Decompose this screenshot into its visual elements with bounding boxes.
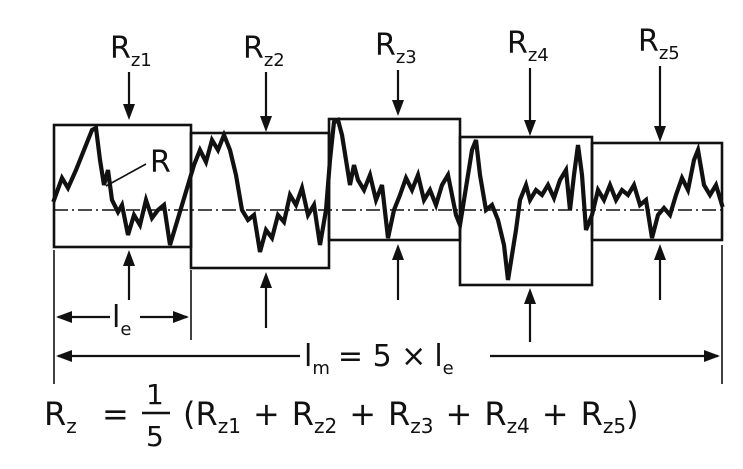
sampling-length-label: le — [112, 300, 131, 340]
formula-equals: = — [102, 395, 129, 433]
segment-label-rz1: Rz1 — [110, 31, 152, 71]
segment-labels: Rz1 Rz2 Rz3 Rz4 Rz5 — [110, 24, 680, 71]
segment-label-rz2: Rz2 — [243, 31, 285, 71]
rz-formula: Rz = 1 5 (Rz1+Rz2+Rz3+Rz4+Rz5) — [44, 378, 639, 453]
peak-arrows — [123, 66, 666, 142]
evaluation-length-label: lm= 5 ×le — [304, 339, 454, 379]
formula-sum: (Rz1+Rz2+Rz3+Rz4+Rz5) — [183, 395, 639, 438]
roughness-profile — [51, 116, 725, 281]
formula-numerator: 1 — [146, 378, 164, 411]
formula-lhs: Rz — [44, 395, 77, 438]
segment-box-1 — [52, 123, 193, 249]
segment-boxes — [52, 117, 724, 287]
sampling-length-dimension: le — [53, 250, 192, 340]
profile-label: R — [150, 145, 171, 180]
segment-label-rz4: Rz4 — [507, 26, 549, 66]
segment-box-5 — [590, 141, 724, 242]
segment-label-rz3: Rz3 — [375, 28, 417, 68]
formula-denominator: 5 — [146, 420, 164, 453]
valley-arrows — [123, 244, 666, 342]
evaluation-length-dimension: lm= 5 ×le — [53, 245, 723, 384]
profile-label-group: R — [105, 145, 171, 187]
segment-label-rz5: Rz5 — [638, 24, 680, 64]
